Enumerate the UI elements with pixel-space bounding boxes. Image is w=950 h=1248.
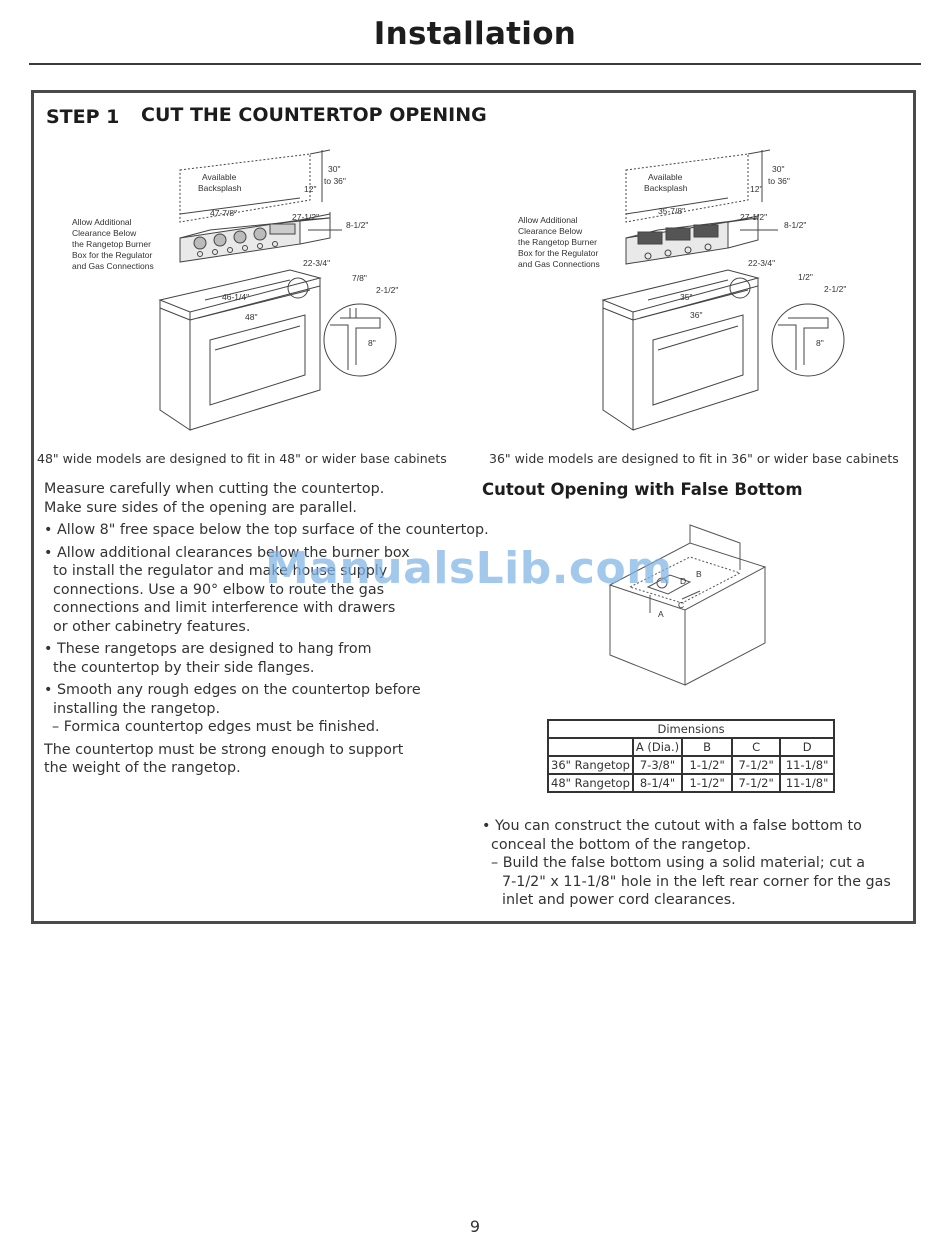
right-bullet-line-1: • You can construct the cutout with a fa… bbox=[482, 818, 862, 834]
table-cell: 36" Rangetop bbox=[547, 755, 634, 775]
false-bottom-heading: Cutout Opening with False Bottom bbox=[482, 480, 803, 499]
bullet-1: • Allow 8" free space below the top surf… bbox=[44, 522, 489, 538]
page-title: Installation bbox=[373, 16, 577, 52]
label-clearance: 8" bbox=[368, 338, 376, 348]
note-line-5: and Gas Connections bbox=[518, 259, 600, 269]
false-bottom-label-c: C bbox=[678, 600, 684, 610]
label-flange: 1/2" bbox=[798, 272, 813, 282]
table-cell: 48" Rangetop bbox=[547, 773, 634, 793]
note-line-5: and Gas Connections bbox=[72, 261, 154, 271]
note-line-2: Clearance Below bbox=[518, 226, 583, 236]
note-line-1: Allow Additional bbox=[72, 217, 132, 227]
table-header bbox=[547, 737, 634, 757]
right-sub-line-2: 7-1/2" x 11-1/8" hole in the left rear c… bbox=[502, 873, 891, 890]
note-line-2: Clearance Below bbox=[72, 228, 137, 238]
bullet-2-line-5: or other cabinetry features. bbox=[53, 618, 251, 635]
label-top-width: 47-7/8" bbox=[210, 208, 237, 218]
label-backsplash: Backsplash bbox=[198, 183, 242, 193]
bullet-4-line-1: • Smooth any rough edges on the countert… bbox=[44, 682, 421, 698]
intro-line-1: Measure carefully when cutting the count… bbox=[44, 481, 385, 497]
table-cell: 8-1/4" bbox=[631, 773, 684, 793]
label-box-height: 8-1/2" bbox=[346, 220, 368, 230]
label-cutout-depth: 22-3/4" bbox=[303, 258, 330, 268]
figure-36-rangetop: Available Backsplash 30" to 36" 12" 35-7… bbox=[518, 149, 846, 431]
note-line-3: the Rangetop Burner bbox=[518, 237, 597, 247]
table-row: 48" Rangetop 8-1/4" 1-1/2" 7-1/2" 11-1/8… bbox=[547, 773, 836, 793]
table-header: B bbox=[681, 737, 734, 757]
table-title: Dimensions bbox=[546, 719, 836, 739]
table-cell: 7-3/8" bbox=[631, 755, 684, 775]
bullet-3-line-2: the countertop by their side flanges. bbox=[53, 659, 315, 676]
title-divider bbox=[29, 63, 921, 65]
label-height-30: 30" bbox=[772, 164, 784, 174]
label-cutout-depth: 22-3/4" bbox=[748, 258, 775, 268]
closing-line-1: The countertop must be strong enough to … bbox=[44, 741, 404, 758]
table-cell: 11-1/8" bbox=[779, 755, 836, 775]
label-cabinet-width: 48" bbox=[245, 312, 257, 322]
note-line-4: Box for the Regulator bbox=[518, 248, 598, 258]
label-edge: 2-1/2" bbox=[376, 285, 398, 295]
label-clearance: 8" bbox=[816, 338, 824, 348]
label-box-height: 8-1/2" bbox=[784, 220, 806, 230]
bullet-2-line-3: connections. Use a 90° elbow to route th… bbox=[53, 581, 385, 598]
figure-36-labels: Available Backsplash 30" to 36" 12" 35-7… bbox=[518, 164, 846, 348]
bullet-2-line-2: to install the regulator and make house … bbox=[53, 563, 388, 579]
bullet-2-line-4: connections and limit interference with … bbox=[53, 600, 396, 616]
table-header-row: A (Dia.) B C D bbox=[547, 737, 836, 757]
caption-48: 48" wide models are designed to fit in 4… bbox=[37, 451, 447, 466]
label-cutout-inner: 46-1/4" bbox=[222, 292, 249, 302]
label-top-width: 35-7/8" bbox=[658, 206, 685, 216]
bullet-3-line-1: • These rangetops are designed to hang f… bbox=[44, 641, 372, 657]
bullet-4-line-2: installing the rangetop. bbox=[53, 700, 220, 717]
right-sub-line-3: inlet and power cord clearances. bbox=[502, 892, 736, 908]
caption-36: 36" wide models are designed to fit in 3… bbox=[489, 451, 899, 466]
label-height-36: to 36" bbox=[324, 176, 346, 186]
right-bullet-line-2: conceal the bottom of the rangetop. bbox=[491, 836, 751, 853]
note-line-4: Box for the Regulator bbox=[72, 250, 152, 260]
bullet-2-line-1: • Allow additional clearances below the … bbox=[44, 544, 410, 561]
table-header: C bbox=[731, 737, 782, 757]
label-cutout-inner: 35" bbox=[680, 292, 692, 302]
false-bottom-label-a: A bbox=[658, 609, 664, 619]
intro-line-2: Make sure sides of the opening are paral… bbox=[44, 499, 357, 516]
table-cell: 11-1/8" bbox=[779, 773, 836, 793]
false-bottom-label-d: D bbox=[680, 576, 686, 586]
label-depth: 27-1/2" bbox=[740, 212, 767, 222]
label-available: Available bbox=[648, 172, 683, 182]
step-frame bbox=[31, 90, 916, 924]
label-flange: 7/8" bbox=[352, 273, 367, 283]
figure-48-labels: Available Backsplash 30" to 36" 12" 47-7… bbox=[72, 164, 398, 348]
bullet-4-sub: – Formica countertop edges must be finis… bbox=[52, 719, 380, 735]
label-available: Available bbox=[202, 172, 237, 182]
table-header: D bbox=[779, 737, 836, 757]
label-backsplash-height: 12" bbox=[750, 184, 762, 194]
false-bottom-figure: A B C D bbox=[608, 524, 767, 686]
left-text-block: Measure carefully when cutting the count… bbox=[44, 480, 489, 778]
table-cell: 7-1/2" bbox=[731, 755, 782, 775]
false-bottom-label-b: B bbox=[696, 569, 702, 579]
label-height-30: 30" bbox=[328, 164, 340, 174]
label-height-36: to 36" bbox=[768, 176, 790, 186]
note-line-1: Allow Additional bbox=[518, 215, 578, 225]
note-line-3: the Rangetop Burner bbox=[72, 239, 151, 249]
page-number: 9 bbox=[469, 1217, 481, 1236]
table-row: 36" Rangetop 7-3/8" 1-1/2" 7-1/2" 11-1/8… bbox=[547, 755, 836, 775]
label-backsplash-height: 12" bbox=[304, 184, 316, 194]
dimensions-table: Dimensions A (Dia.) B C D 36" Rangetop 7… bbox=[546, 719, 836, 793]
label-edge: 2-1/2" bbox=[824, 284, 846, 294]
label-backsplash: Backsplash bbox=[644, 183, 688, 193]
closing-line-2: the weight of the rangetop. bbox=[44, 760, 241, 776]
label-depth: 27-1/2" bbox=[292, 212, 319, 222]
step-number: STEP 1 bbox=[46, 106, 120, 128]
label-cabinet-width: 36" bbox=[690, 310, 702, 320]
table-cell: 1-1/2" bbox=[681, 773, 734, 793]
step-heading: CUT THE COUNTERTOP OPENING bbox=[141, 104, 487, 126]
table-cell: 1-1/2" bbox=[681, 755, 734, 775]
right-sub-line-1: – Build the false bottom using a solid m… bbox=[491, 855, 866, 871]
right-text-block: • You can construct the cutout with a fa… bbox=[482, 817, 891, 910]
watermark: ManualsLib.com bbox=[265, 543, 673, 594]
table-header: A (Dia.) bbox=[631, 737, 684, 757]
figure-48-rangetop: Available Backsplash 30" to 36" 12" 47-7… bbox=[72, 149, 398, 431]
table-cell: 7-1/2" bbox=[731, 773, 782, 793]
